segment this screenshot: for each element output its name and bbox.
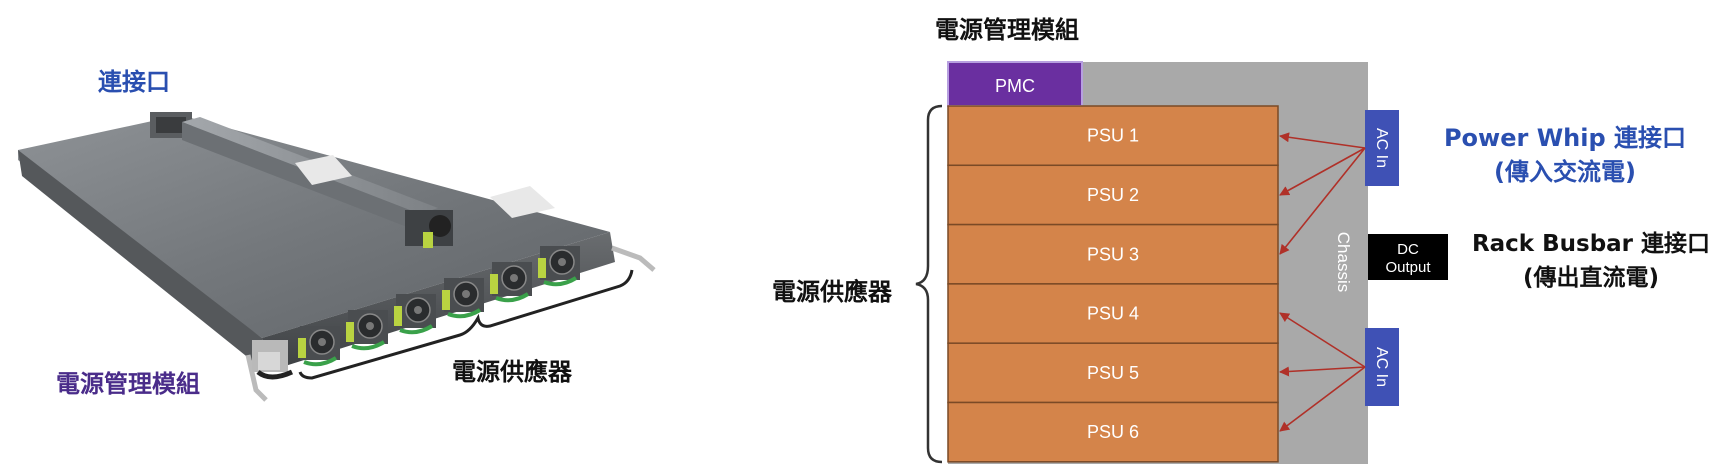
power-arrow (1279, 366, 1366, 432)
psu-label-text: PSU 6 (1087, 422, 1139, 442)
psu-label-text: PSU 2 (1087, 185, 1139, 205)
psu-stack: PSU 1 PSU 2 PSU 3 PSU 4 PSU 5 PSU 6 (947, 105, 1279, 463)
connector-label: 連接口 (98, 68, 170, 96)
power-whip-sub: (傳入交流電) (1494, 158, 1636, 186)
ac-in-top-text: AC In (1373, 128, 1390, 168)
chassis-text: Chassis (1334, 232, 1353, 292)
dc-text: DC (1397, 241, 1419, 258)
psu-group-label: 電源供應器 (772, 278, 892, 306)
label-sticker (490, 186, 555, 218)
power-arrows (1279, 132, 1366, 432)
handle-right (611, 245, 656, 272)
psu-label-text: PSU 4 (1087, 304, 1139, 324)
psu-box (947, 401, 1279, 463)
psu-box (947, 105, 1279, 167)
diagram-title: 電源管理模組 (935, 16, 1079, 44)
psu-bay (442, 278, 484, 319)
psu-box (947, 223, 1279, 285)
label-sticker (295, 155, 352, 185)
chassis-top (18, 115, 610, 338)
psu-bay (538, 246, 580, 287)
psu-bay (298, 326, 340, 367)
psu-bay (394, 294, 436, 335)
psu-label-text: PSU 1 (1087, 126, 1139, 146)
ac-in-bottom-text: AC In (1373, 347, 1390, 387)
dc-output-box (1368, 234, 1448, 280)
pmc-text: PMC (995, 76, 1035, 96)
pmc-box (947, 61, 1083, 107)
psu-bay (490, 262, 532, 303)
psu-brace (298, 269, 634, 380)
psu-bay (346, 310, 388, 351)
chassis-side (18, 150, 266, 372)
psu-box (947, 164, 1279, 226)
output-text: Output (1385, 259, 1431, 276)
psu-group-brace (915, 104, 943, 464)
psu-label-text: PSU 3 (1087, 244, 1139, 264)
ac-in-top-box (1365, 110, 1399, 186)
power-arrow (1279, 366, 1366, 377)
power-arrow (1279, 147, 1366, 196)
handle-left (245, 354, 268, 402)
power-arrow (1279, 312, 1366, 368)
psu-label-text: PSU 5 (1087, 363, 1139, 383)
power-arrow (1279, 132, 1366, 149)
power-arrow (1279, 147, 1366, 255)
rack-busbar-label: Rack Busbar 連接口 (1471, 231, 1711, 257)
pmc-label: 電源管理模組 (56, 370, 200, 398)
psu-box (947, 342, 1279, 404)
power-whip-label: Power Whip 連接口 (1443, 124, 1687, 152)
rack-busbar-sub: (傳出直流電) (1522, 265, 1660, 291)
psu-bays (298, 246, 580, 367)
psu-box (947, 283, 1279, 344)
psu-label: 電源供應器 (452, 358, 572, 386)
ac-in-bottom-box (1365, 328, 1399, 406)
